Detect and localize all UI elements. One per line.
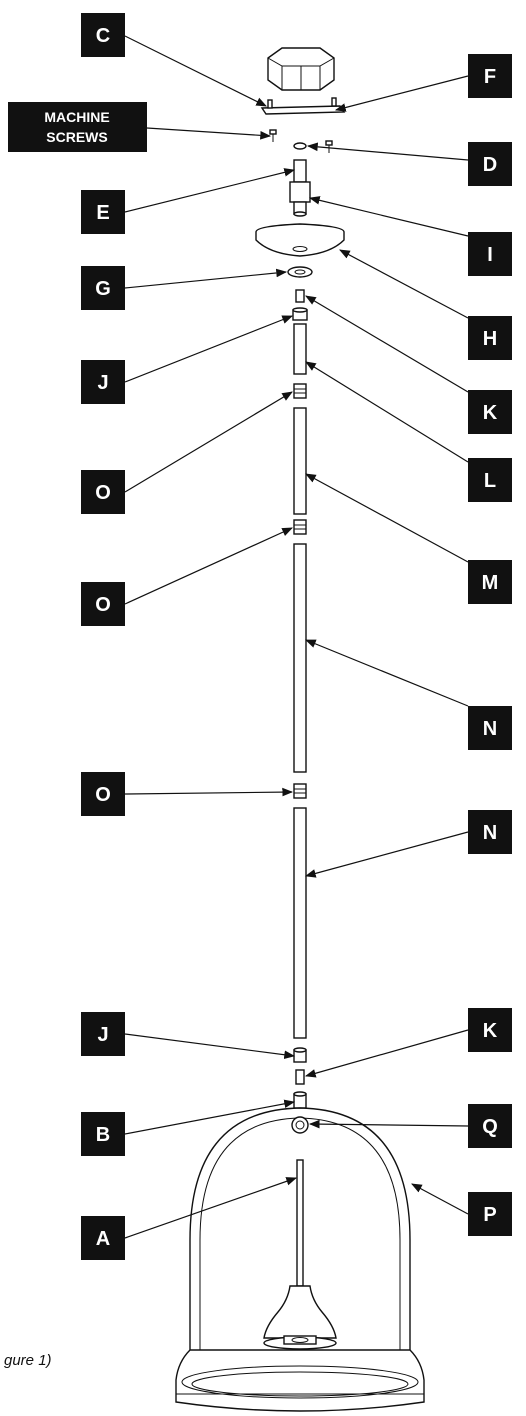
label-c: C <box>81 13 125 57</box>
svg-text:MACHINE: MACHINE <box>44 109 109 125</box>
label-l: L <box>468 458 512 502</box>
coupler-o-3 <box>293 783 307 799</box>
svg-text:P: P <box>483 1204 496 1226</box>
svg-text:Q: Q <box>482 1116 498 1138</box>
coupler-o-2 <box>293 519 307 535</box>
pipe-n-1 <box>293 543 307 773</box>
label-n-1: N <box>468 706 512 750</box>
svg-text:H: H <box>483 328 497 350</box>
svg-text:N: N <box>483 822 497 844</box>
label-i: I <box>468 232 512 276</box>
figure-caption: gure 1) <box>4 1352 52 1369</box>
svg-text:F: F <box>484 66 496 88</box>
socket-bell-part <box>263 1285 337 1350</box>
svg-text:K: K <box>483 1020 498 1042</box>
label-k-top: K <box>468 390 512 434</box>
pipe-l <box>293 323 307 375</box>
svg-text:B: B <box>96 1124 110 1146</box>
svg-text:J: J <box>97 1024 108 1046</box>
machine-screws-part <box>269 129 333 153</box>
svg-text:O: O <box>95 594 111 616</box>
svg-text:SCREWS: SCREWS <box>46 129 107 145</box>
pipe-n-2 <box>293 807 307 1039</box>
svg-text:L: L <box>484 470 496 492</box>
canopy-part <box>255 223 345 257</box>
svg-text:M: M <box>482 572 499 594</box>
lock-ring-part <box>287 266 313 278</box>
label-q: Q <box>468 1104 512 1148</box>
svg-text:C: C <box>96 25 110 47</box>
junction-box <box>267 47 335 91</box>
pipe-m <box>293 407 307 515</box>
crossbar-part <box>260 97 346 115</box>
label-m: M <box>468 560 512 604</box>
label-o-3: O <box>81 772 125 816</box>
svg-text:E: E <box>96 202 109 224</box>
label-h: H <box>468 316 512 360</box>
svg-text:K: K <box>483 402 498 424</box>
label-f: F <box>468 54 512 98</box>
coupling-k-bottom <box>295 1069 305 1085</box>
coupler-o-1 <box>293 383 307 399</box>
coupling-j-bottom <box>293 1047 307 1063</box>
coupling-k-top <box>295 289 305 303</box>
label-e: E <box>81 190 125 234</box>
svg-text:O: O <box>95 482 111 504</box>
label-b: B <box>81 1112 125 1156</box>
label-d: D <box>468 142 512 186</box>
label-j-top: J <box>81 360 125 404</box>
svg-text:I: I <box>487 244 493 266</box>
lock-washer-part <box>293 142 307 150</box>
svg-text:A: A <box>96 1228 110 1250</box>
svg-text:D: D <box>483 154 497 176</box>
label-p: P <box>468 1192 512 1236</box>
svg-text:G: G <box>95 278 111 300</box>
collar-q-part <box>291 1116 309 1134</box>
coupling-b <box>293 1091 307 1109</box>
swivel-hook-part <box>289 159 311 217</box>
label-j-bottom: J <box>81 1012 125 1056</box>
label-o-2: O <box>81 582 125 626</box>
label-g: G <box>81 266 125 310</box>
coupling-j-top <box>292 307 308 321</box>
label-k-bottom: K <box>468 1008 512 1052</box>
svg-text:O: O <box>95 784 111 806</box>
label-o-1: O <box>81 470 125 514</box>
svg-text:N: N <box>483 718 497 740</box>
label-machine-screws: MACHINE SCREWS <box>8 102 147 152</box>
svg-text:J: J <box>97 372 108 394</box>
rod-a <box>296 1159 304 1287</box>
label-a: A <box>81 1216 125 1260</box>
label-n-2: N <box>468 810 512 854</box>
